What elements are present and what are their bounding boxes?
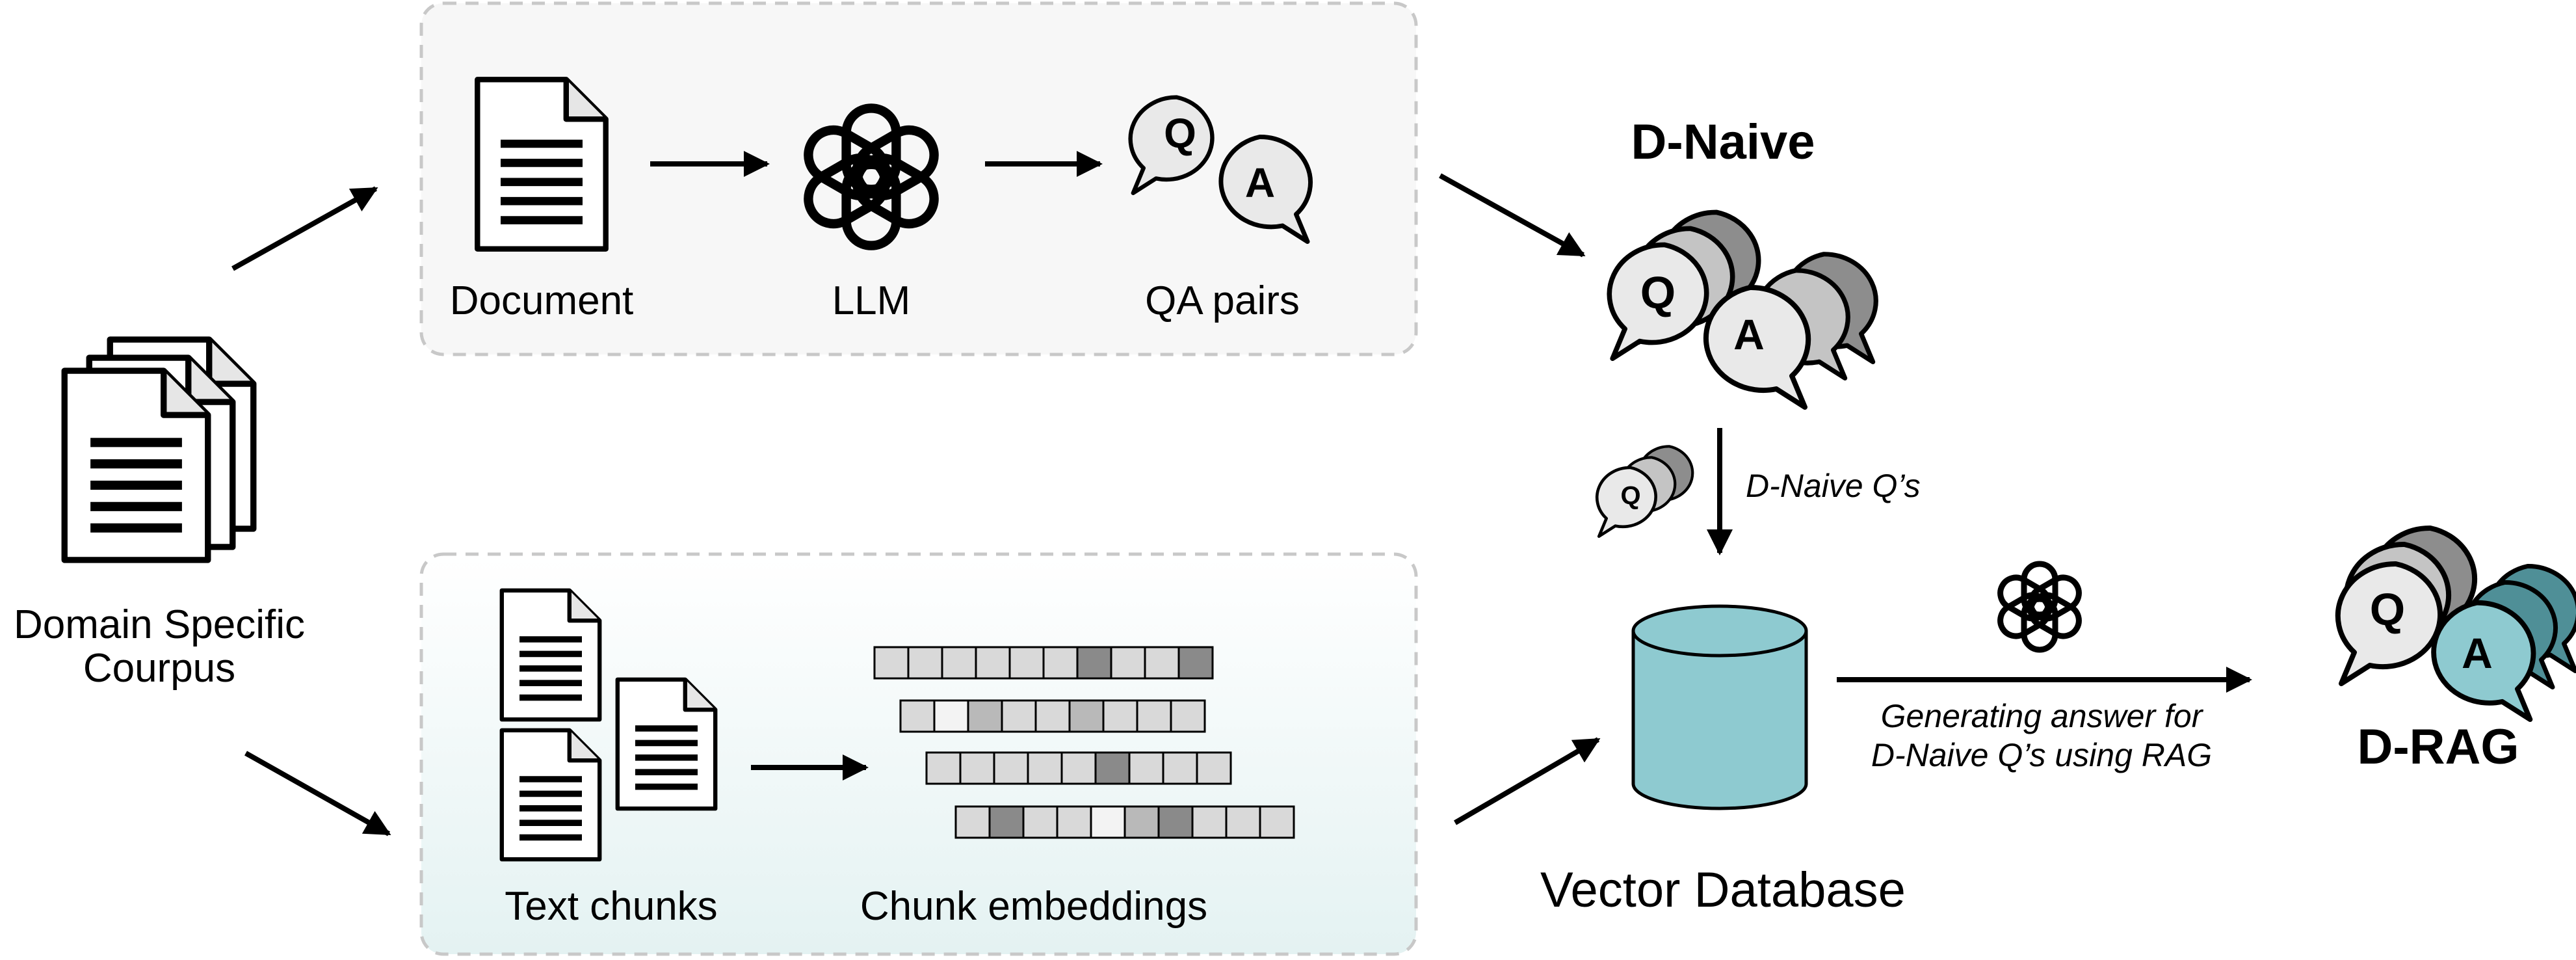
arrow-bottom-to-database — [1453, 737, 1601, 825]
embedding-cell — [1090, 805, 1126, 839]
qa-pairs-a-glyph: A — [1244, 159, 1276, 206]
embedding-cell — [1225, 805, 1261, 839]
embedding-cell — [1034, 699, 1071, 733]
d-naive-q-glyph: Q — [1640, 267, 1676, 318]
embedding-cell — [1027, 751, 1063, 785]
embedding-cell — [1144, 646, 1180, 680]
embedding-cell — [967, 699, 1003, 733]
embedding-cell — [1056, 805, 1092, 839]
embedding-cell — [1102, 699, 1138, 733]
embedding-cell — [954, 805, 991, 839]
embedding-cell — [1060, 751, 1097, 785]
embedding-cell — [933, 699, 969, 733]
arrow-corpus-to-top — [231, 186, 378, 271]
embedding-cell — [1136, 699, 1172, 733]
embedding-cell — [1124, 805, 1160, 839]
embedding-cell — [1196, 751, 1232, 785]
embedding-strip-icon — [899, 699, 1206, 733]
d-naive-q-label: D-Naive Q’s — [1746, 468, 1921, 504]
arrow-qa-to-dnaive — [1439, 173, 1586, 258]
generation-label-line2: D-Naive Q’s using RAG — [1871, 737, 2213, 773]
embedding-cell — [1076, 646, 1112, 680]
embedding-cell — [993, 751, 1029, 785]
embedding-cell — [1162, 751, 1198, 785]
qa-pairs-q-glyph: Q — [1164, 110, 1196, 157]
embedding-cell — [907, 646, 943, 680]
embedding-cell — [1042, 646, 1079, 680]
embedding-strip-icon — [954, 805, 1295, 839]
llm-label: LLM — [832, 278, 911, 323]
vector-database-label: Vector Database — [1540, 862, 1906, 918]
generation-label-line1: Generating answer for — [1880, 698, 2203, 734]
qa-pairs-label: QA pairs — [1145, 278, 1300, 323]
document-icon — [477, 79, 605, 248]
d-rag-q-glyph: Q — [2369, 584, 2406, 635]
database-cylinder-icon — [1631, 604, 1808, 810]
embedding-cell — [1022, 805, 1058, 839]
embedding-cell — [1001, 699, 1037, 733]
arrow-corpus-to-bottom — [244, 751, 391, 836]
embedding-cell — [1008, 646, 1045, 680]
d-naive-small-q-glyph: Q — [1620, 481, 1641, 510]
embedding-cell — [1177, 646, 1214, 680]
embedding-cell — [1157, 805, 1194, 839]
chunk-embeddings — [873, 646, 1295, 839]
d-rag-a-glyph: A — [2462, 629, 2493, 677]
embedding-strip-icon — [925, 751, 1232, 785]
embedding-cell — [988, 805, 1025, 839]
embedding-cell — [873, 646, 910, 680]
embedding-cell — [1094, 751, 1131, 785]
embedding-cell — [1191, 805, 1228, 839]
d-naive-a-glyph: A — [1733, 310, 1765, 358]
d-naive-title: D-Naive — [1631, 114, 1815, 170]
text-chunks-label: Text chunks — [505, 884, 718, 929]
embedding-strip-icon — [873, 646, 1214, 680]
embedding-cell — [899, 699, 936, 733]
corpus-label-line2: Courpus — [83, 646, 236, 691]
embedding-cell — [1259, 805, 1295, 839]
embedding-cell — [1128, 751, 1164, 785]
llm-logo-icon-small — [1995, 564, 2084, 650]
corpus-stack-icon — [64, 340, 254, 560]
embedding-cell — [941, 646, 977, 680]
embedding-cell — [975, 646, 1011, 680]
corpus-label-line1: Domain Specific — [14, 602, 305, 647]
embedding-cell — [1170, 699, 1206, 733]
embedding-cell — [1068, 699, 1105, 733]
chunk-embeddings-label: Chunk embeddings — [860, 884, 1208, 929]
document-label: Document — [449, 278, 634, 323]
d-rag-title: D-RAG — [2357, 719, 2519, 775]
embedding-cell — [1110, 646, 1146, 680]
embedding-cell — [925, 751, 962, 785]
embedding-cell — [959, 751, 995, 785]
